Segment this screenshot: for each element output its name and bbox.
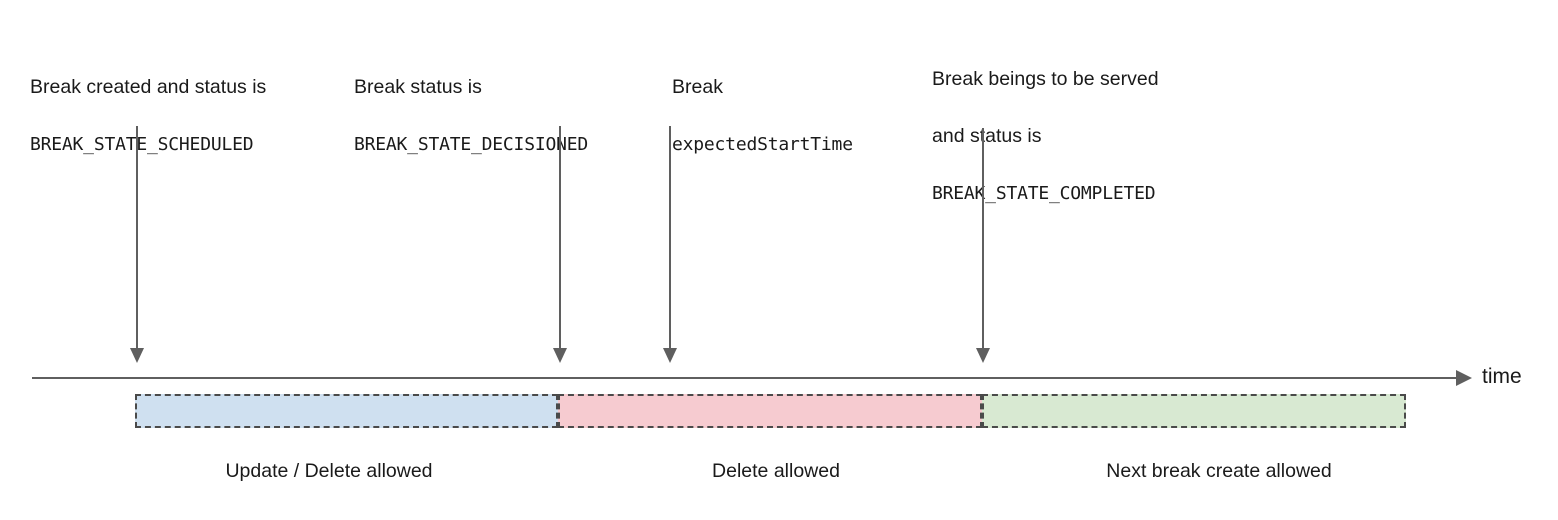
annotation-break-expected-start-line1: Break (672, 75, 723, 98)
caption-next-break-create-allowed: Next break create allowed (1106, 460, 1332, 482)
marker-arrow-head (976, 348, 990, 363)
marker-arrow-break-decisioned (553, 126, 567, 363)
phase-bar-update-delete-allowed (135, 394, 558, 428)
marker-arrow-head (663, 348, 677, 363)
annotation-break-completed: Break beings to be served and status is … (932, 36, 1159, 208)
marker-arrow-stem (136, 126, 138, 348)
annotation-break-decisioned: Break status is BREAK_STATE_DECISIONED (354, 44, 588, 159)
annotation-break-decisioned-line1: Break status is (354, 75, 482, 98)
annotation-break-expected-start: Break expectedStartTime (672, 44, 853, 159)
annotation-break-created: Break created and status is BREAK_STATE_… (30, 44, 266, 159)
annotation-break-decisioned-line2: BREAK_STATE_DECISIONED (354, 133, 589, 155)
time-axis-arrow-icon (1456, 370, 1472, 386)
caption-delete-allowed: Delete allowed (712, 460, 840, 482)
marker-arrow-stem (559, 126, 561, 348)
marker-arrow-head (553, 348, 567, 363)
annotation-break-created-line2: BREAK_STATE_SCHEDULED (30, 133, 254, 155)
time-axis-line (32, 377, 1456, 379)
marker-arrow-break-completed (976, 128, 990, 363)
phase-bar-delete-allowed (558, 394, 982, 428)
time-axis-label: time (1482, 365, 1522, 388)
marker-arrow-break-expected-start (663, 126, 677, 363)
annotation-break-completed-line1: Break beings to be served (932, 67, 1159, 90)
caption-update-delete-allowed: Update / Delete allowed (225, 460, 433, 482)
annotation-break-completed-line2: BREAK_STATE_COMPLETED (932, 182, 1156, 204)
annotation-break-created-line1: Break created and status is (30, 75, 267, 98)
marker-arrow-stem (669, 126, 671, 348)
marker-arrow-head (130, 348, 144, 363)
marker-arrow-stem (982, 128, 984, 348)
annotation-break-expected-start-line2: expectedStartTime (672, 133, 853, 155)
phase-bar-next-break-create-allowed (982, 394, 1406, 428)
marker-arrow-break-created (130, 126, 144, 363)
